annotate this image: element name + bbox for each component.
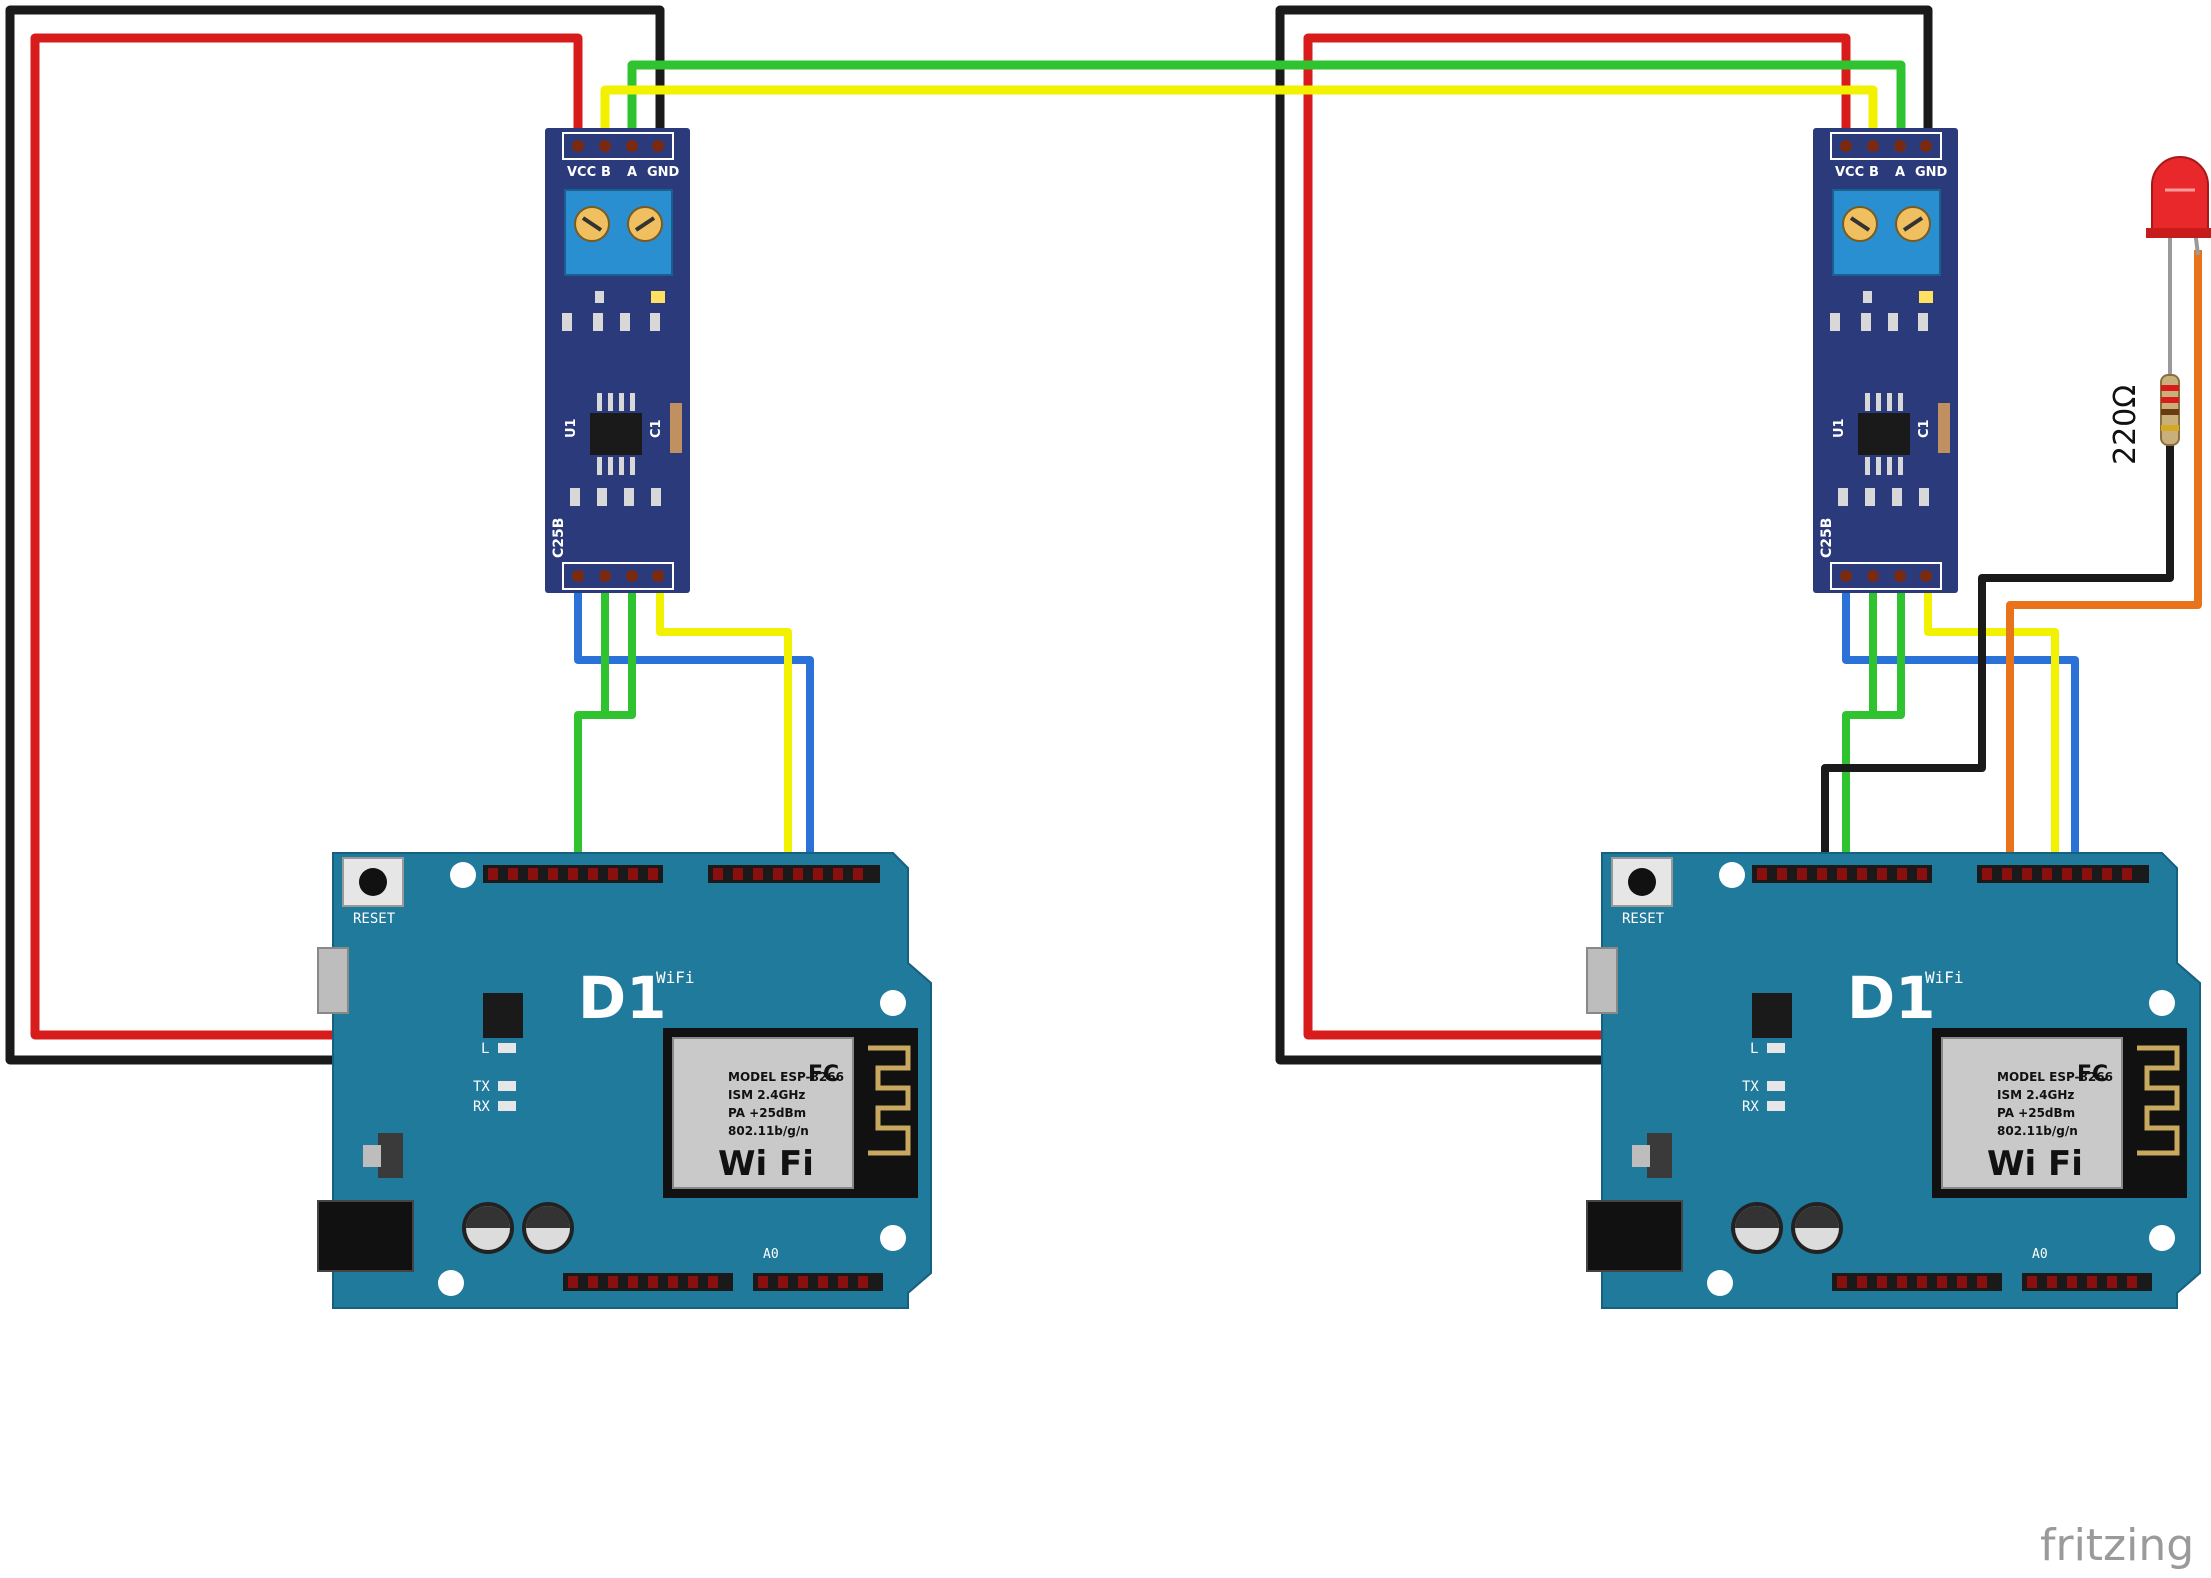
wifi-brand: Wi Fi (1987, 1144, 2083, 1184)
d1-board-left: RESET D1 WiFi L TX RX MODEL ESP-8266 ISM… (318, 853, 931, 1308)
resistor-220 (2160, 374, 2180, 446)
fcc-mark: FC (2077, 1062, 2108, 1087)
d1-logo-sub: WiFi (656, 968, 695, 987)
esp-band: ISM 2.4GHz (728, 1088, 805, 1102)
wire-right-re (1842, 585, 1877, 880)
led-label-l: L (1750, 1041, 1758, 1057)
wire-left-de (605, 585, 636, 719)
fritzing-watermark: fritzing (2040, 1520, 2194, 1571)
wire-a-bus (627, 60, 1906, 150)
led-label-tx: TX (473, 1079, 490, 1095)
rs485-module-left: VCC B A GND U1 C1 C25B (543, 126, 692, 595)
analog-label: A0 (2032, 1247, 2048, 1262)
board-label: C25B (551, 518, 567, 558)
led-label-rx: RX (473, 1099, 490, 1115)
esp-standard: 802.11b/g/n (728, 1124, 809, 1138)
wire-led-anode (2006, 250, 2202, 880)
pin-label-b: B (1869, 165, 1879, 180)
esp-standard: 802.11b/g/n (1997, 1124, 2078, 1138)
esp-band: ISM 2.4GHz (1997, 1088, 2074, 1102)
cap-label: C1 (649, 419, 664, 438)
board-label: C25B (1819, 518, 1835, 558)
d1-logo: D1 (578, 964, 667, 1032)
wire-left-re (574, 585, 609, 880)
pin-label-vcc: VCC (567, 165, 596, 180)
pin-label-a: A (1895, 165, 1905, 180)
wire-right-de (1873, 585, 1905, 719)
reset-label: RESET (1622, 911, 1665, 927)
pin-label-a: A (627, 165, 637, 180)
esp-pa: PA +25dBm (1997, 1106, 2075, 1120)
pin-label-gnd: GND (1915, 165, 1948, 180)
pin-label-b: B (601, 165, 611, 180)
pin-label-gnd: GND (647, 165, 680, 180)
wire-right-di (1924, 585, 2059, 880)
wifi-brand: Wi Fi (718, 1144, 814, 1184)
chip-label: U1 (564, 418, 579, 438)
led-label-l: L (481, 1041, 489, 1057)
led-label-rx: RX (1742, 1099, 1759, 1115)
d1-logo: D1 (1847, 964, 1936, 1032)
wire-led-gnd (1821, 440, 2174, 880)
wire-b-bus (600, 85, 1878, 150)
chip-label: U1 (1832, 418, 1847, 438)
reset-label: RESET (353, 911, 396, 927)
led-label-tx: TX (1742, 1079, 1759, 1095)
rs485-module-right: VCC B A GND U1 C1 C25B (1811, 126, 1960, 595)
fcc-mark: FC (808, 1062, 839, 1087)
cap-label: C1 (1917, 419, 1932, 438)
resistor-value-label: 220Ω (2108, 385, 2143, 465)
esp-model: MODEL ESP-8266 (1997, 1070, 2113, 1084)
wire-left-ro (574, 585, 814, 880)
wire-right-ro (1842, 585, 2079, 880)
analog-label: A0 (763, 1247, 779, 1262)
wire-left-di (656, 585, 792, 880)
esp-model: MODEL ESP-8266 (728, 1070, 844, 1084)
d1-logo-sub: WiFi (1925, 968, 1964, 987)
pin-label-vcc: VCC (1835, 165, 1864, 180)
d1-board-right: RESET D1 WiFi L TX RX MODEL ESP-8266 ISM… (1587, 853, 2200, 1308)
esp-pa: PA +25dBm (728, 1106, 806, 1120)
